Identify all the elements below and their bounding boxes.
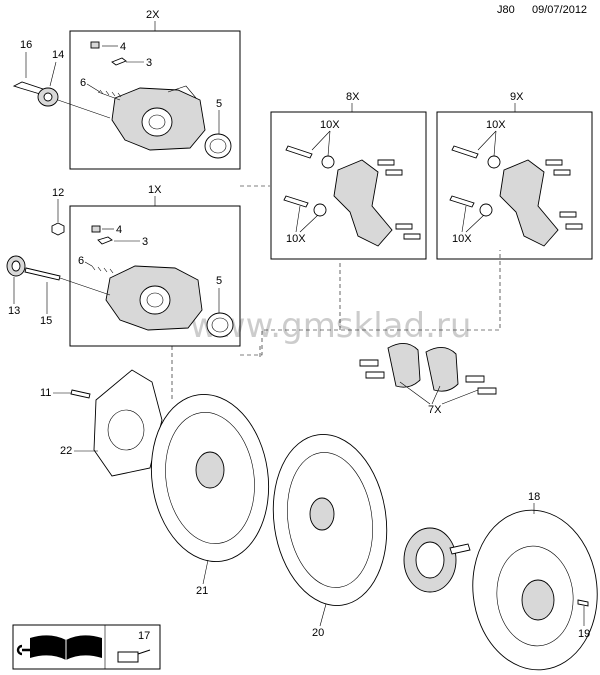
pin-boot-8x-a <box>321 155 335 169</box>
caliper-piston <box>141 107 173 137</box>
callout-3-1x: 3 <box>142 236 148 248</box>
bracket-group-9x: 9X 10X 10X <box>436 91 593 260</box>
splash-shield-hub-hole <box>195 451 225 489</box>
dust-shield-hub-hole <box>309 497 335 531</box>
bolt-kit-label-9x-b: 10X <box>452 233 472 245</box>
manual-book-icon <box>30 635 102 660</box>
callout-17: 17 <box>138 630 150 642</box>
group-label-9x: 9X <box>510 91 524 103</box>
callout-5-1x: 5 <box>216 275 222 287</box>
mounting-bolt <box>70 389 91 399</box>
guide-pin-9x-b <box>449 195 475 208</box>
caliper-group-2x: 2X 4 3 6 5 <box>69 9 241 170</box>
callout-15: 15 <box>40 315 52 327</box>
guide-spring-1x <box>91 265 114 274</box>
pad-shim-a <box>359 359 379 367</box>
bracket-box-9x <box>436 111 593 260</box>
dust-shield-20: 20 <box>272 434 388 639</box>
bleeder-screw-1x <box>97 236 113 245</box>
oil-can-icon <box>117 649 151 663</box>
wrench-icon <box>16 644 40 656</box>
pad-clip-9x-a <box>545 159 571 176</box>
callout-13: 13 <box>8 305 20 317</box>
callout-12: 12 <box>52 187 64 199</box>
brake-disc-18: 18 <box>472 491 598 671</box>
bolt-kit-label-8x-a: 10X <box>320 119 340 131</box>
pad-clip-8x-a <box>377 159 403 176</box>
legend-box: 17 <box>12 624 161 670</box>
pad-shim-b <box>365 371 385 379</box>
brake-disc-center-bore <box>521 579 555 621</box>
seal-ring <box>204 133 232 159</box>
callout-22: 22 <box>60 445 72 457</box>
group-label-2x: 2X <box>146 9 160 21</box>
callout-6-1x: 6 <box>78 255 84 267</box>
pad-shim-d <box>477 387 497 395</box>
bracket-group-8x: 8X 10X 10X <box>270 91 427 260</box>
caliper-bracket-9x <box>499 159 559 247</box>
legend-frame <box>12 624 161 670</box>
brake-pad-inner <box>387 343 421 388</box>
bleeder-cap <box>90 41 100 49</box>
caliper-group-1x: 1X 4 3 6 5 <box>69 184 241 347</box>
pin-boot-9x-a <box>487 155 501 169</box>
guide-pin-8x-a <box>285 145 313 159</box>
caliper-bracket-8x <box>333 159 393 247</box>
callout-18: 18 <box>528 491 540 503</box>
callout-3: 3 <box>146 57 152 69</box>
diagram-code: J80 <box>497 4 515 16</box>
bolt-kit-label-9x-a: 10X <box>486 119 506 131</box>
left-lower-parts: 12 13 15 <box>6 187 111 327</box>
pad-clip-9x-b <box>559 211 583 230</box>
seal-ring-1x <box>206 312 234 338</box>
callout-6: 6 <box>80 77 86 89</box>
brake-hose-bolt <box>51 222 65 236</box>
bracket-box-8x <box>270 111 427 260</box>
callout-14: 14 <box>52 49 64 61</box>
callout-11: 11 <box>40 387 51 399</box>
group-label-1x: 1X <box>148 184 162 196</box>
group-label-8x: 8X <box>346 91 360 103</box>
bleeder-screw <box>111 57 127 66</box>
callout-4-1x: 4 <box>116 224 122 236</box>
backing-plate-group: 11 22 <box>40 369 163 477</box>
caliper-piston-1x <box>139 285 171 315</box>
pad-clip-8x-b <box>395 223 421 240</box>
group-label-7x: 7X <box>428 404 442 416</box>
disc-retaining-screw: 19 <box>577 599 590 640</box>
watermark: www.gmsklad.ru <box>190 306 471 346</box>
guide-pin-8x-b <box>283 195 309 208</box>
callout-16: 16 <box>20 39 32 51</box>
callout-5: 5 <box>216 98 222 110</box>
left-upper-parts: 16 14 <box>12 39 111 119</box>
guide-spring <box>99 89 122 98</box>
diagram-date: 09/07/2012 <box>532 4 588 16</box>
guide-pin-9x-a <box>451 145 479 159</box>
bleeder-cap-1x <box>91 225 101 233</box>
splash-shield-21: 21 <box>150 393 270 597</box>
callout-4: 4 <box>120 41 126 53</box>
callout-21: 21 <box>196 585 208 597</box>
wheel-hub-bearing <box>403 527 471 593</box>
pin-boot-9x-b <box>479 203 493 217</box>
retaining-screw <box>577 599 589 607</box>
pad-shim-c <box>465 375 485 383</box>
pin-boot-8x-b <box>313 203 327 217</box>
bolt-kit-label-8x-b: 10X <box>286 233 306 245</box>
callout-20: 20 <box>312 627 324 639</box>
guide-pin <box>24 267 61 281</box>
brake-pads-group-7x: 7X <box>359 343 497 416</box>
callout-19: 19 <box>578 628 590 640</box>
brake-pad-outer <box>425 347 459 392</box>
hub-sensor <box>449 543 471 555</box>
